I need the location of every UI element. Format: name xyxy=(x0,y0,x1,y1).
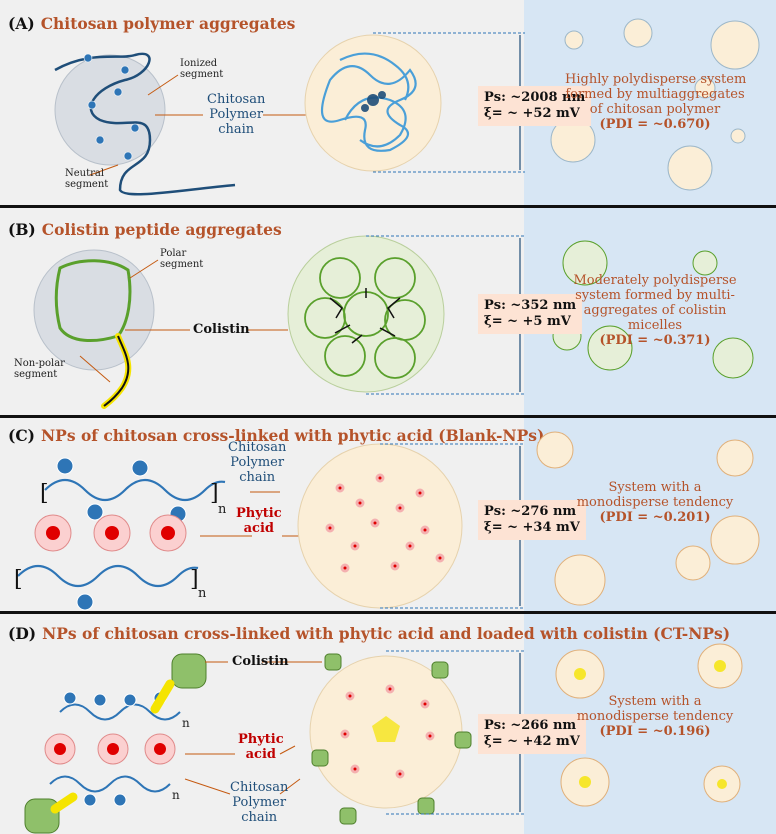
panel-c-n1: n xyxy=(218,502,227,517)
colistin-label: Colistin xyxy=(193,322,250,337)
chitosan-chain-label: Chitosan Polymer chain xyxy=(207,92,266,137)
panel-a-title: (A)Chitosan polymer aggregates xyxy=(8,14,296,33)
separator-1 xyxy=(0,205,776,208)
separator-2 xyxy=(0,415,776,418)
panel-d-n1: n xyxy=(182,716,190,730)
panel-a-description: Highly polydisperse system formed by mul… xyxy=(565,72,747,132)
panel-a: (A)Chitosan polymer aggregates Ionized s… xyxy=(0,0,776,205)
panel-d-colistin-label: Colistin xyxy=(232,654,289,669)
panel-c-graphics: [] [] xyxy=(14,431,760,611)
panel-b: (B)Colistin peptide aggregates Polar seg… xyxy=(0,208,776,415)
svg-text:]: ] xyxy=(190,567,199,592)
panel-b-description: Moderately polydisperse system formed by… xyxy=(573,273,737,348)
panel-c-n2: n xyxy=(198,586,207,601)
panel-b-title: (B)Colistin peptide aggregates xyxy=(8,220,282,239)
neutral-segment-label: Neutral segment xyxy=(65,168,109,190)
panel-d-title: (D)NPs of chitosan cross-linked with phy… xyxy=(8,624,731,643)
panel-d-graphics xyxy=(24,643,743,834)
nonpolar-segment-label: Non-polar segment xyxy=(14,358,65,380)
panel-c-description: System with a monodisperse tendency(PDI … xyxy=(576,480,734,525)
panel-b-graphics xyxy=(33,235,754,409)
panel-c-chitosan-label: Chitosan Polymer chain xyxy=(228,440,287,485)
panel-d: (D)NPs of chitosan cross-linked with phy… xyxy=(0,614,776,834)
panel-d-n2: n xyxy=(172,788,180,802)
panel-d-chitosan-label: Chitosan Polymer chain xyxy=(230,780,289,825)
separator-3 xyxy=(0,611,776,614)
panel-d-phytic-label: Phytic acid xyxy=(238,732,284,762)
panel-d-description: System with a monodisperse tendency(PDI … xyxy=(576,694,734,739)
svg-text:[: [ xyxy=(40,481,49,506)
panel-c-phytic-label: Phytic acid xyxy=(236,506,282,536)
panel-a-graphics xyxy=(54,18,760,196)
panel-c-title: (C)NPs of chitosan cross-linked with phy… xyxy=(8,426,545,445)
ionized-segment-label: Ionized segment xyxy=(180,58,224,80)
polar-segment-label: Polar segment xyxy=(160,248,204,270)
svg-text:[: [ xyxy=(14,567,23,592)
panel-c: (C)NPs of chitosan cross-linked with phy… xyxy=(0,418,776,611)
svg-text:]: ] xyxy=(210,481,219,506)
